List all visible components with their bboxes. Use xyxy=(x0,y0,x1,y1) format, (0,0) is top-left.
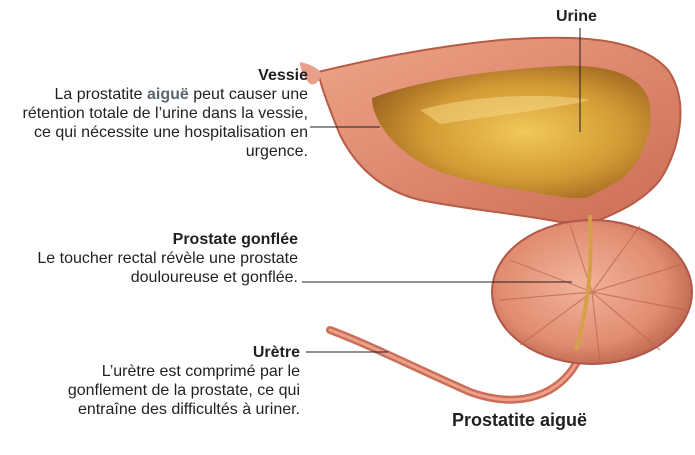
emphasis-aigue: aiguë xyxy=(147,86,189,103)
prostate-callout: Prostate gonflée Le toucher rectal révèl… xyxy=(10,230,298,287)
prostate-title: Prostate gonflée xyxy=(10,230,298,249)
figure-caption: Prostatite aiguë xyxy=(452,410,587,431)
prostate-description: Le toucher rectal révèle une prostate do… xyxy=(10,249,298,287)
bladder-callout: Vessie La prostatite aiguë peut causer u… xyxy=(20,66,308,161)
bladder-title: Vessie xyxy=(20,66,308,85)
urethra-description: L’urètre est comprimé par le gonflement … xyxy=(20,362,300,419)
urethra-title: Urètre xyxy=(20,343,300,362)
bladder-description: La prostatite aiguë peut causer une réte… xyxy=(20,85,308,161)
urethra-callout: Urètre L’urètre est comprimé par le gonf… xyxy=(20,343,300,419)
urine-label: Urine xyxy=(556,8,597,26)
